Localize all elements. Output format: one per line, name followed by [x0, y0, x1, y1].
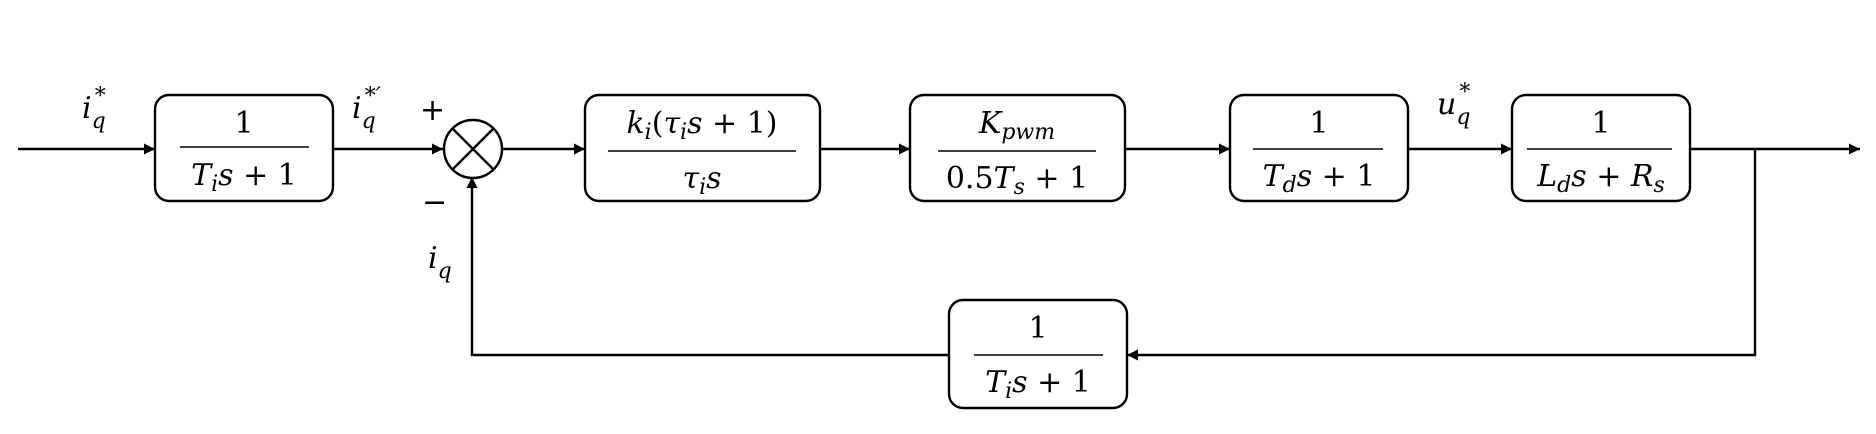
input-signal-label: iq* [82, 84, 106, 134]
pwm-numerator: Kpwm [978, 106, 1055, 145]
prefilter-block: 1 Tis + 1 [153, 93, 335, 203]
plant-block: 1 Lds + Rs [1510, 93, 1692, 203]
feedback-filter-block: 1 Tis + 1 [947, 298, 1129, 410]
summer-plus-sign: + [420, 93, 445, 128]
delay-block: 1 Tds + 1 [1228, 93, 1410, 203]
pi-controller-block: ki(τis + 1) τis [583, 93, 822, 203]
feedback-filter-denominator: Tis + 1 [985, 365, 1091, 404]
controller-denominator: τis [682, 161, 721, 200]
delay-numerator: 1 [1309, 106, 1328, 141]
feedback-wire-out [466, 177, 949, 357]
voltage-signal-label: uq* [1437, 80, 1470, 130]
plant-numerator: 1 [1591, 106, 1610, 141]
delay-denominator: Tds + 1 [1263, 159, 1376, 198]
prefilter-numerator: 1 [234, 106, 253, 141]
feedback-signal-label: iq [428, 241, 452, 284]
prefilter-denominator: Tis + 1 [191, 158, 297, 197]
pwm-denominator: 0.5Ts + 1 [946, 161, 1088, 200]
summer-minus-sign: − [422, 185, 447, 220]
plant-denominator: Lds + Rs [1536, 159, 1665, 198]
summing-junction [442, 118, 504, 180]
pwm-block: Kpwm 0.5Ts + 1 [908, 93, 1127, 203]
controller-numerator: ki(τis + 1) [626, 106, 777, 145]
prefiltered-signal-label: iq*′ [352, 84, 381, 134]
feedback-filter-numerator: 1 [1028, 311, 1047, 346]
feedback-wire-in [1127, 149, 1757, 361]
